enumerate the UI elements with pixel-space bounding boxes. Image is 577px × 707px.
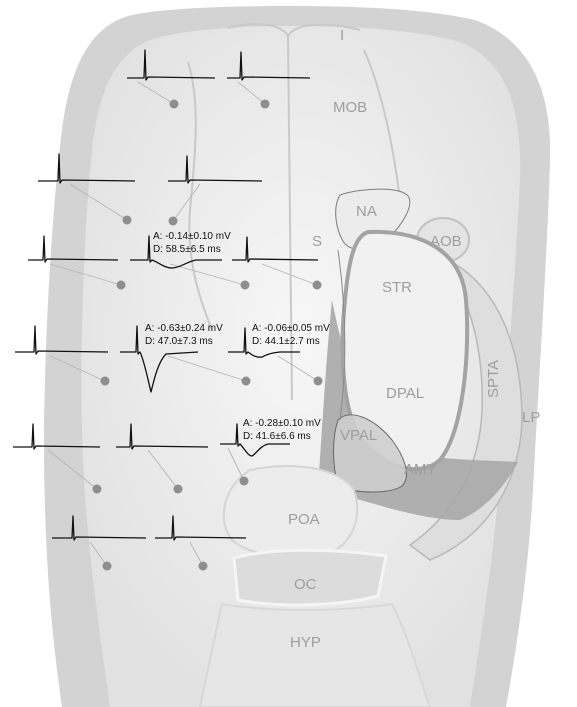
electrode-dot: [240, 477, 249, 486]
measurement-duration: D: 41.6±6.6 ms: [243, 431, 311, 442]
electrode-dot: [174, 485, 183, 494]
measurement-duration: D: 47.0±7.3 ms: [145, 336, 213, 347]
measurement-duration: D: 44.1±2.7 ms: [252, 336, 320, 347]
label-amy: AMY: [404, 461, 437, 478]
measurement-amplitude: A: -0.63±0.24 mV: [145, 323, 223, 334]
electrode-dot: [199, 562, 208, 571]
electrode-dot: [103, 562, 112, 571]
electrode-dot: [242, 377, 251, 386]
measurement-amplitude: A: -0.28±0.10 mV: [243, 418, 321, 429]
label-spta: SPTA: [485, 360, 502, 398]
label-poa: POA: [288, 511, 320, 528]
electrode-dot: [170, 100, 179, 109]
label-lp: LP: [522, 409, 540, 426]
electrode-dot: [313, 281, 322, 290]
electrode-dot: [117, 281, 126, 290]
label-mob: MOB: [333, 99, 367, 116]
electrode-dot: [169, 217, 178, 226]
label-oc: OC: [294, 576, 317, 593]
label-dpal: DPAL: [386, 385, 424, 402]
electrode-dot: [241, 281, 250, 290]
electrode-dot: [261, 100, 270, 109]
electrode-dot: [93, 485, 102, 494]
measurement-amplitude: A: -0.14±0.10 mV: [153, 231, 231, 242]
label-vpal: VPAL: [340, 427, 377, 444]
label-s: S: [312, 233, 322, 250]
label-hyp: HYP: [290, 634, 321, 651]
hyp-region: [200, 604, 430, 707]
label-na: NA: [356, 203, 377, 220]
measurement-duration: D: 58.5±6.5 ms: [153, 244, 221, 255]
electrode-dot: [123, 216, 132, 225]
label-aob: AOB: [430, 233, 462, 250]
measurement-amplitude: A: -0.06±0.05 mV: [252, 323, 330, 334]
electrode-dot: [101, 377, 110, 386]
label-olfactory-nerve: I: [340, 27, 344, 44]
electrode-dot: [314, 377, 323, 386]
label-str: STR: [382, 279, 412, 296]
